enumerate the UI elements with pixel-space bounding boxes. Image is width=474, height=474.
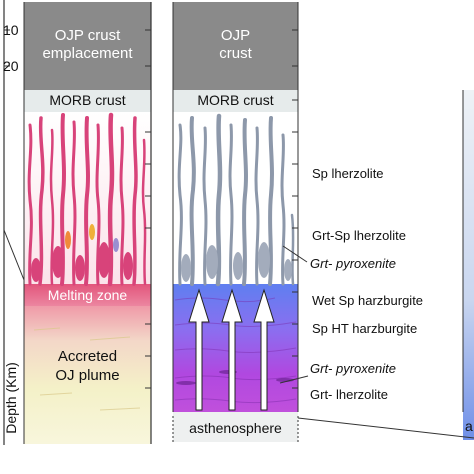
- left-crust-band: [24, 2, 151, 90]
- lithology-label-wet-sp-harzburgite: Wet Sp harzburgite: [312, 293, 424, 308]
- right-strip: [463, 90, 474, 440]
- leader-grt-pyroxenite-lower: [279, 375, 309, 384]
- left-plume-texture: [33, 327, 141, 411]
- lithology-label-grt-sp-lherzolite: Grt-Sp lherzolite: [312, 228, 406, 243]
- left-veins: [27, 112, 147, 287]
- left-crust-label-line2: emplacement: [42, 45, 133, 62]
- upwelling-arrow-2: [221, 288, 243, 411]
- lithology-label-sp-lherzolite: Sp lherzolite: [312, 166, 384, 181]
- upwelling-arrows: [188, 288, 275, 411]
- middle-crust-band: [173, 2, 298, 90]
- left-plume-label-line1: Accreted: [57, 348, 118, 365]
- upwelling-arrow-3: [253, 288, 275, 411]
- left-column: [23, 2, 152, 444]
- lithology-label-grt-pyroxenite-lower: Grt- pyroxenite: [310, 361, 396, 376]
- depth-axis-title: Depth (Km): [3, 362, 19, 434]
- depth-tick-label-20: 20: [3, 58, 19, 74]
- depth-tick-label-10: 10: [3, 22, 19, 38]
- left-morb-label: MORB crust: [49, 92, 126, 108]
- upwelling-arrow-1: [188, 288, 210, 411]
- middle-column-ticks: [292, 29, 298, 389]
- middle-morb-band: [173, 90, 298, 112]
- middle-crust-label-line1: OJP: [220, 27, 251, 44]
- connector-right: [297, 417, 474, 439]
- left-melting-label: Melting zone: [47, 287, 128, 303]
- middle-vein-bulbs: [181, 242, 292, 282]
- left-vein-bulbs: [31, 224, 133, 282]
- middle-crust-label-line2: crust: [219, 45, 252, 62]
- right-edge-label: a: [465, 418, 473, 434]
- middle-asthenosphere-band: [173, 412, 298, 442]
- left-plume-label-line2: OJ plume: [55, 367, 120, 384]
- leader-grt-pyroxenite-upper: [282, 245, 308, 263]
- middle-asthenosphere-label: asthenosphere: [189, 420, 282, 436]
- left-melting-zone: [24, 284, 151, 306]
- lithology-label-sp-ht-harzburgite: Sp HT harzburgite: [312, 321, 418, 336]
- left-crust-label-line1: OJP crust: [54, 27, 121, 44]
- left-morb-band: [24, 90, 151, 112]
- middle-veins: [177, 113, 295, 287]
- lithology-label-grt-lherzolite: Grt- lherzolite: [310, 387, 389, 402]
- lithology-label-grt-pyroxenite-upper: Grt- pyroxenite: [310, 256, 396, 271]
- connector-left: [3, 229, 25, 281]
- middle-morb-label: MORB crust: [197, 92, 274, 108]
- middle-column: [172, 2, 299, 444]
- left-column-ticks: [145, 29, 151, 389]
